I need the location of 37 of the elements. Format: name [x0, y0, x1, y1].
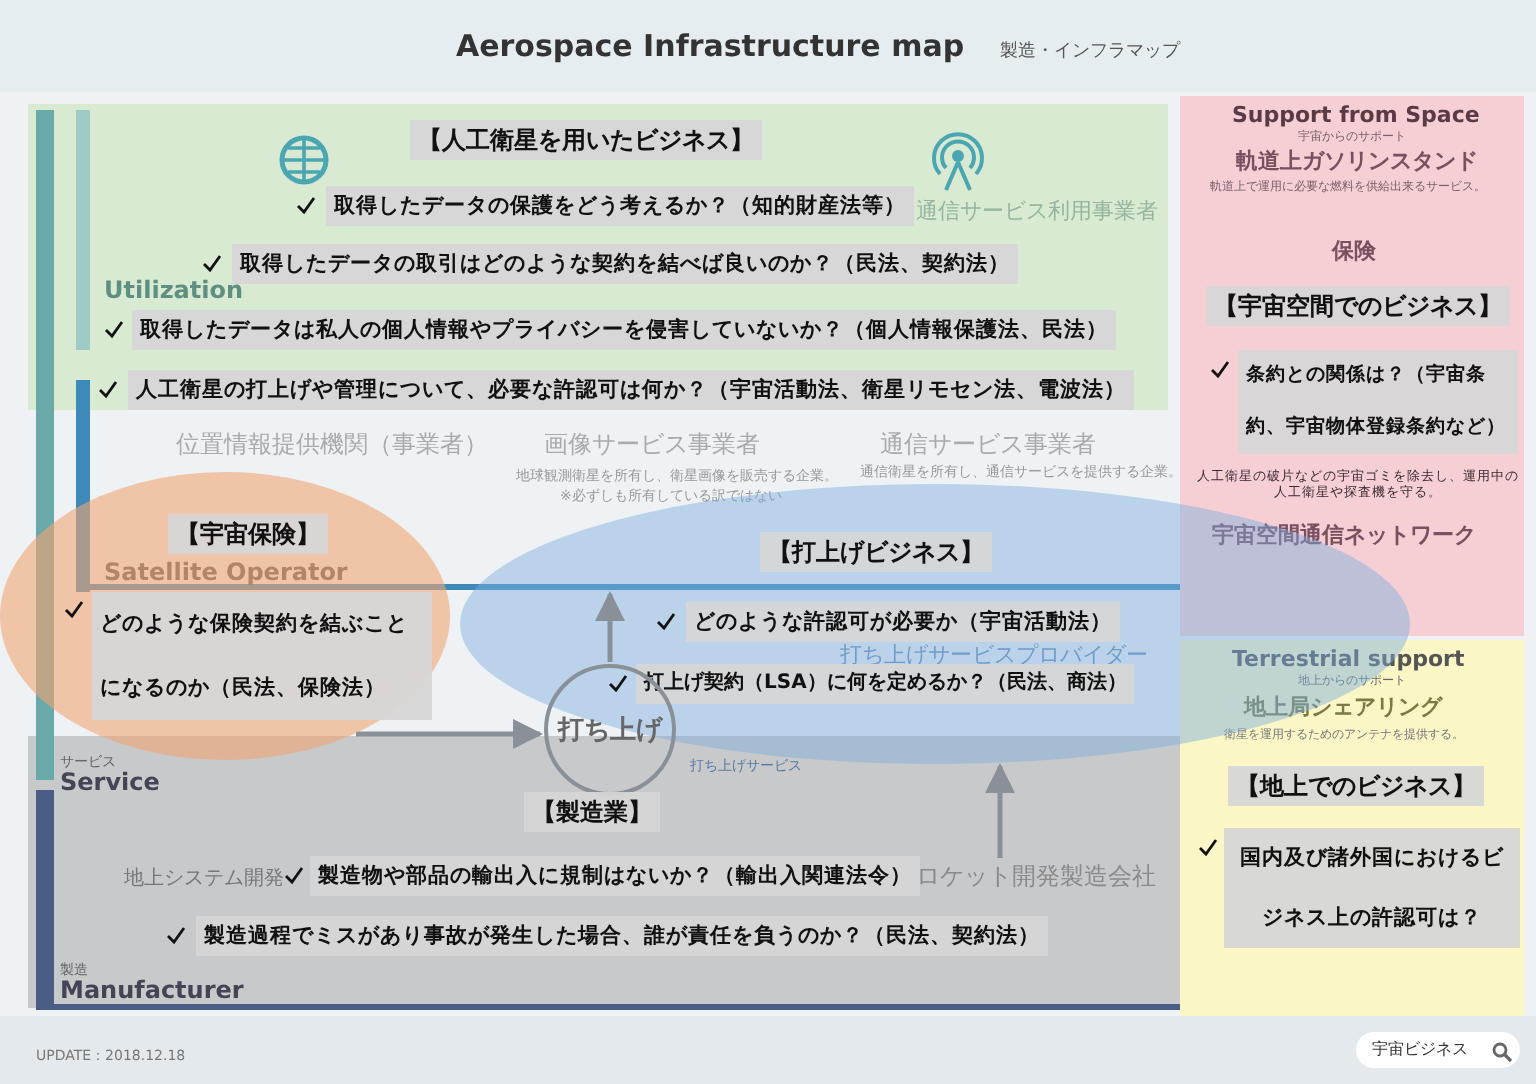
panel-heading: Support from Space — [1232, 102, 1480, 128]
panel-heading: Terrestrial support — [1232, 646, 1465, 672]
arrow — [985, 763, 1015, 858]
subtitle: 製造・インフラマップ — [1000, 38, 1180, 64]
category-heading: 通信サービス利用事業者 — [916, 196, 1158, 226]
section-label: Satellite Operator — [104, 558, 348, 586]
category-heading: 保険 — [1332, 236, 1376, 266]
highlighted-question: 取得したデータの保護をどう考えるか？（知的財産法等） — [326, 186, 914, 226]
highlighted-question: 国内及び諸外国におけるビジネス上の許認可は？ — [1224, 828, 1520, 948]
highlighted-heading: 【宇宙保険】 — [168, 514, 328, 554]
highlighted-question: 製造過程でミスがあり事故が発生した場合、誰が責任を負うのか？（民法、契約法） — [196, 916, 1048, 956]
highlighted-question: どのような許認可が必要か（宇宙活動法） — [686, 602, 1120, 642]
highlighted-question: 取得したデータは私人の個人情報やプライバシーを侵害していないか？（個人情報保護法、民法） — [132, 310, 1116, 350]
highlighted-heading: 【人工衛星を用いたビジネス】 — [410, 120, 762, 160]
category-heading: 地上システム開発 — [124, 865, 284, 892]
category-heading: 位置情報提供機関（事業者） — [176, 428, 488, 462]
section-label: Manufacturer — [60, 976, 244, 1004]
highlighted-question: 人工衛星の打上げや管理について、必要な許認可は何か？（宇宙活動法、衛星リモセン法、電波法） — [128, 370, 1134, 410]
highlighted-heading: 【地上でのビジネス】 — [1228, 766, 1484, 806]
highlighted-question: どのような保険契約を結ぶことになるのか（民法、保険法） — [92, 592, 432, 720]
highlighted-heading: 【宇宙空間でのビジネス】 — [1206, 286, 1510, 326]
search-field: 宇宙ビジネス — [1356, 1032, 1520, 1068]
arrow — [356, 719, 543, 749]
highlighted-question: 取得したデータの取引はどのような契約を結べば良いのか？（民法、契約法） — [232, 244, 1018, 284]
title: Aerospace Infrastructure map — [456, 28, 965, 64]
category-heading: ロケット開発製造会社 — [916, 860, 1156, 894]
highlighted-heading: 【打上げビジネス】 — [760, 532, 992, 572]
category-heading: 宇宙空間通信ネットワーク — [1212, 520, 1476, 550]
category-heading: 画像サービス事業者 — [544, 428, 760, 462]
highlighted-question: 製造物や部品の輸出入に規制はないか？（輸出入関連法令） — [310, 856, 920, 896]
section-label: Service — [60, 768, 160, 796]
highlighted-question: 条約との関係は？（宇宙条約、宇宙物体登録条約など） — [1238, 350, 1518, 454]
arrow — [595, 591, 625, 662]
category-heading: 通信サービス事業者 — [880, 428, 1096, 462]
category-heading: 軌道上ガソリンスタンド — [1236, 146, 1478, 176]
highlighted-heading: 【製造業】 — [524, 792, 660, 832]
category-heading: 地上局シェアリング — [1244, 692, 1442, 722]
